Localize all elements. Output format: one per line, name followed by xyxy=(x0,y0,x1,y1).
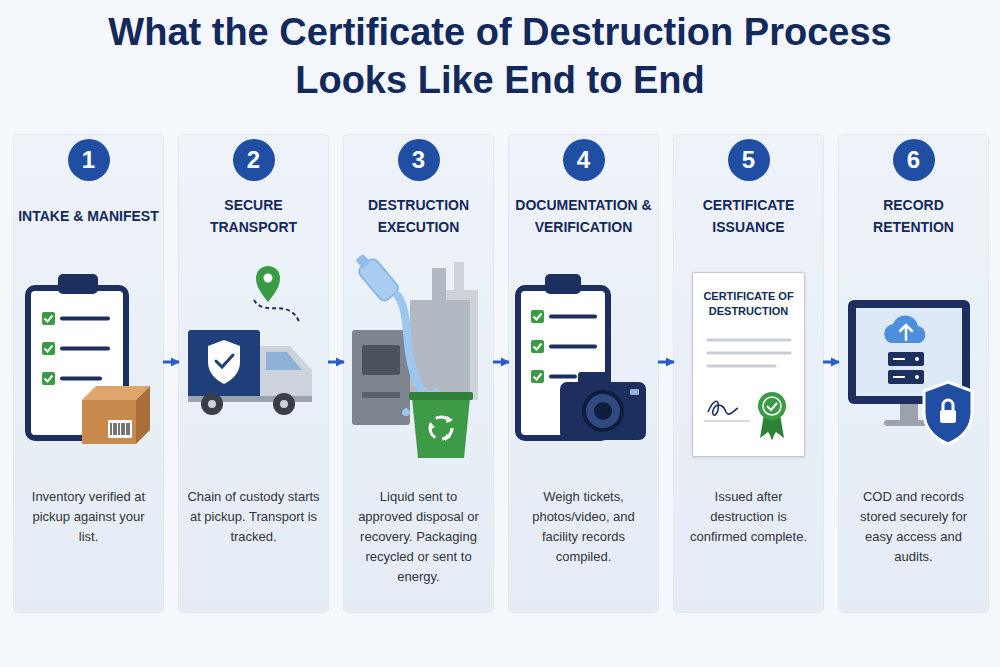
step-panel: DOCUMENTATION & VERIFICATION Weigh ticket… xyxy=(509,135,658,612)
number-circle-shape xyxy=(893,139,935,181)
step-number-circle: 5 xyxy=(727,138,771,182)
step-number: 2 xyxy=(232,138,276,182)
step-description: Liquid sent to approved disposal or reco… xyxy=(352,487,485,587)
step-panel: DESTRUCTION EXECUTION Liquid sent to appr… xyxy=(344,135,493,612)
step-panel: INTAKE & MANIFEST Inventory verified at p… xyxy=(14,135,163,612)
step-heading: CERTIFICATE ISSUANCE xyxy=(677,193,820,239)
step-number: 4 xyxy=(562,138,606,182)
step-description: Issued after destruction is confirmed co… xyxy=(682,487,815,547)
step-panel: SECURE TRANSPORT Chain of custody starts … xyxy=(179,135,328,612)
flow-arrow xyxy=(163,361,179,364)
flow-arrow xyxy=(493,361,509,364)
step-panel: RECORD RETENTION COD and records stored s… xyxy=(839,135,988,612)
number-circle-shape xyxy=(68,139,110,181)
number-circle-shape xyxy=(563,139,605,181)
flow-arrow xyxy=(328,361,344,364)
number-circle-shape xyxy=(728,139,770,181)
number-circle-shape xyxy=(398,139,440,181)
step-heading: DOCUMENTATION & VERIFICATION xyxy=(512,193,655,239)
step-heading: SECURE TRANSPORT xyxy=(182,193,325,239)
step-description: COD and records stored securely for easy… xyxy=(847,487,980,567)
certificate-heading: CERTIFICATE OF DESTRUCTION xyxy=(699,289,798,319)
step-number-circle: 3 xyxy=(397,138,441,182)
certificate-document: CERTIFICATE OF DESTRUCTION xyxy=(692,272,805,457)
flow-arrow xyxy=(658,361,674,364)
flow-arrow xyxy=(823,361,839,364)
step-heading: DESTRUCTION EXECUTION xyxy=(347,193,490,239)
step-heading: RECORD RETENTION xyxy=(842,193,985,239)
step-description: Chain of custody starts at pickup. Trans… xyxy=(187,487,320,547)
step-description: Weigh tickets, photos/video, and facilit… xyxy=(517,487,650,567)
step-panel: CERTIFICATE ISSUANCE Issued after destruc… xyxy=(674,135,823,612)
step-number-circle: 4 xyxy=(562,138,606,182)
number-circle-shape xyxy=(233,139,275,181)
step-number-circle: 2 xyxy=(232,138,276,182)
diagram-title: What the Certificate of Destruction Proc… xyxy=(100,8,900,104)
step-heading: INTAKE & MANIFEST xyxy=(17,193,160,239)
step-number: 3 xyxy=(397,138,441,182)
step-description: Inventory verified at pickup against you… xyxy=(22,487,155,547)
step-number-circle: 1 xyxy=(67,138,111,182)
step-number: 6 xyxy=(892,138,936,182)
step-number: 1 xyxy=(67,138,111,182)
step-number-circle: 6 xyxy=(892,138,936,182)
step-number: 5 xyxy=(727,138,771,182)
